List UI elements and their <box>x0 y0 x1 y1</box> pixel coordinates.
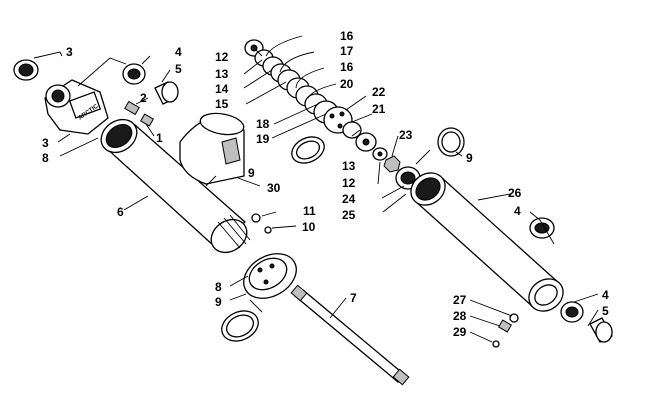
callout-4: 4 <box>514 204 521 218</box>
callout-20: 20 <box>340 77 354 91</box>
callout-9: 8 <box>42 151 49 165</box>
callout-7: 7 <box>350 291 357 305</box>
o-ring-part-9-lower <box>221 310 259 342</box>
upper-mount-part-3: ARCTIC <box>44 79 109 135</box>
callout-26: 26 <box>508 186 522 200</box>
ball-part-10 <box>264 226 272 234</box>
valve-part-2 <box>124 100 140 116</box>
leader-lines <box>33 35 599 343</box>
callout-21: 21 <box>372 102 386 116</box>
piston-part-8 <box>243 253 297 299</box>
callout-9: 9 <box>248 166 255 180</box>
ball-part-29 <box>492 340 500 348</box>
reservoir-body-part-6 <box>100 118 251 254</box>
callout-4: 4 <box>602 288 609 302</box>
callout-12: 12 <box>215 50 229 64</box>
shock-body-part-26 <box>410 172 564 312</box>
callout-30: 30 <box>267 181 281 195</box>
callout-1: 1 <box>156 131 163 145</box>
callout-9: 9 <box>215 295 222 309</box>
callout-labels: 3 4 5 2 1 3 8 6 8 9 7 11 10 30 12 13 14 … <box>42 29 609 339</box>
nut-part-23 <box>383 155 401 173</box>
washer-part-12-lower <box>372 147 388 161</box>
bushing-part-4-mid <box>122 63 146 85</box>
sleeve-part-5-right <box>589 317 613 343</box>
washer-part-13-lower <box>355 132 377 152</box>
callout-23: 23 <box>399 128 413 142</box>
callout-10: 10 <box>302 220 316 234</box>
canister-part-30 <box>179 112 245 187</box>
valve-stack <box>244 39 362 139</box>
callout-14: 14 <box>215 82 229 96</box>
callout-12: 12 <box>342 176 356 190</box>
callout-11: 11 <box>303 204 316 218</box>
callout-22: 22 <box>372 85 386 99</box>
callout-18: 18 <box>256 117 270 131</box>
callout-27: 27 <box>453 293 467 307</box>
callout-15: 15 <box>215 97 229 111</box>
callout-9: 9 <box>466 151 473 165</box>
callout-24: 24 <box>342 192 356 206</box>
sleeve-part-5-left <box>154 81 179 105</box>
o-ring-part-9-center <box>291 136 325 164</box>
callout-28: 28 <box>453 309 467 323</box>
callout-4: 3 <box>66 45 73 59</box>
valve-part-28 <box>497 319 513 333</box>
plug-part-27 <box>509 313 519 323</box>
callout-2: 2 <box>140 91 147 105</box>
callout-6: 6 <box>117 205 124 219</box>
callout-13: 13 <box>342 159 356 173</box>
callout-8: 8 <box>215 280 222 294</box>
ball-part-11 <box>251 213 261 223</box>
callout-13: 13 <box>215 67 229 81</box>
callout-3: 3 <box>42 136 49 150</box>
callout-4: 4 <box>175 45 182 59</box>
callout-5: 5 <box>602 304 609 318</box>
bushing-part-4-left <box>13 59 39 81</box>
callout-16: 16 <box>340 29 354 43</box>
bushing-part-4-right-upper <box>529 217 555 239</box>
callout-29: 29 <box>453 325 467 339</box>
callout-17: 17 <box>340 44 354 58</box>
shaft-part-7 <box>290 284 410 386</box>
cap-part-1 <box>139 113 155 127</box>
callout-19: 19 <box>256 132 270 146</box>
o-ring-part-9-right <box>437 127 465 157</box>
callout-5: 5 <box>175 62 182 76</box>
callout-16: 16 <box>340 60 354 74</box>
bushing-part-4-right-lower <box>560 301 584 323</box>
callout-25: 25 <box>342 208 356 222</box>
